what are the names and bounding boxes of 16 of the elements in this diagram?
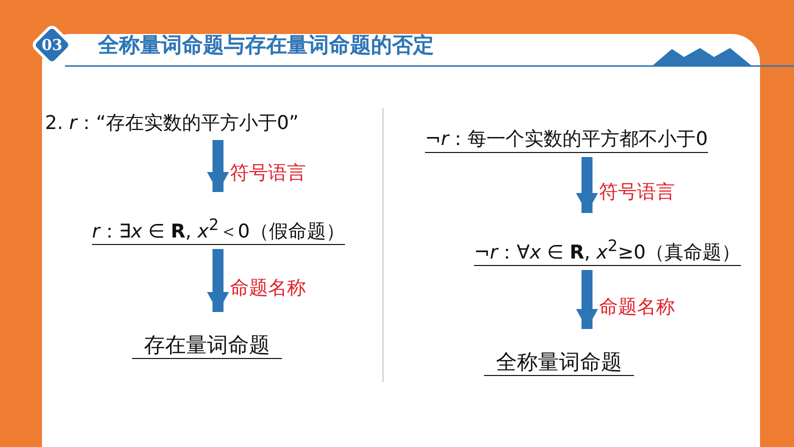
arrow — [207, 140, 229, 192]
statement-text: r：∃x ∈ R, x$^{2}$＜0（假命题） — [92, 212, 345, 246]
statement-text: 全称量词命题 — [484, 349, 634, 376]
edge-label: 命题名称 — [599, 294, 675, 318]
statement-text: 2. r：“存在实数的平方小于0” — [45, 110, 299, 136]
edge-label: 命题名称 — [230, 276, 306, 300]
edge-label: 符号语言 — [230, 161, 306, 185]
title: 全称量词命题与存在量词命题的否定 — [98, 32, 434, 59]
statement-text: 存在量词命题 — [132, 332, 282, 359]
arrow — [576, 157, 598, 213]
edge-label: 符号语言 — [599, 180, 675, 204]
statement-text: ¬r：每一个实数的平方都不小于0 — [425, 126, 708, 153]
statement-text: ¬r：∀x ∈ R, x$^{2}$≥0（真命题） — [474, 233, 741, 266]
arrow — [576, 270, 598, 329]
badge-number: 03 — [40, 35, 64, 56]
arrow — [207, 249, 229, 312]
